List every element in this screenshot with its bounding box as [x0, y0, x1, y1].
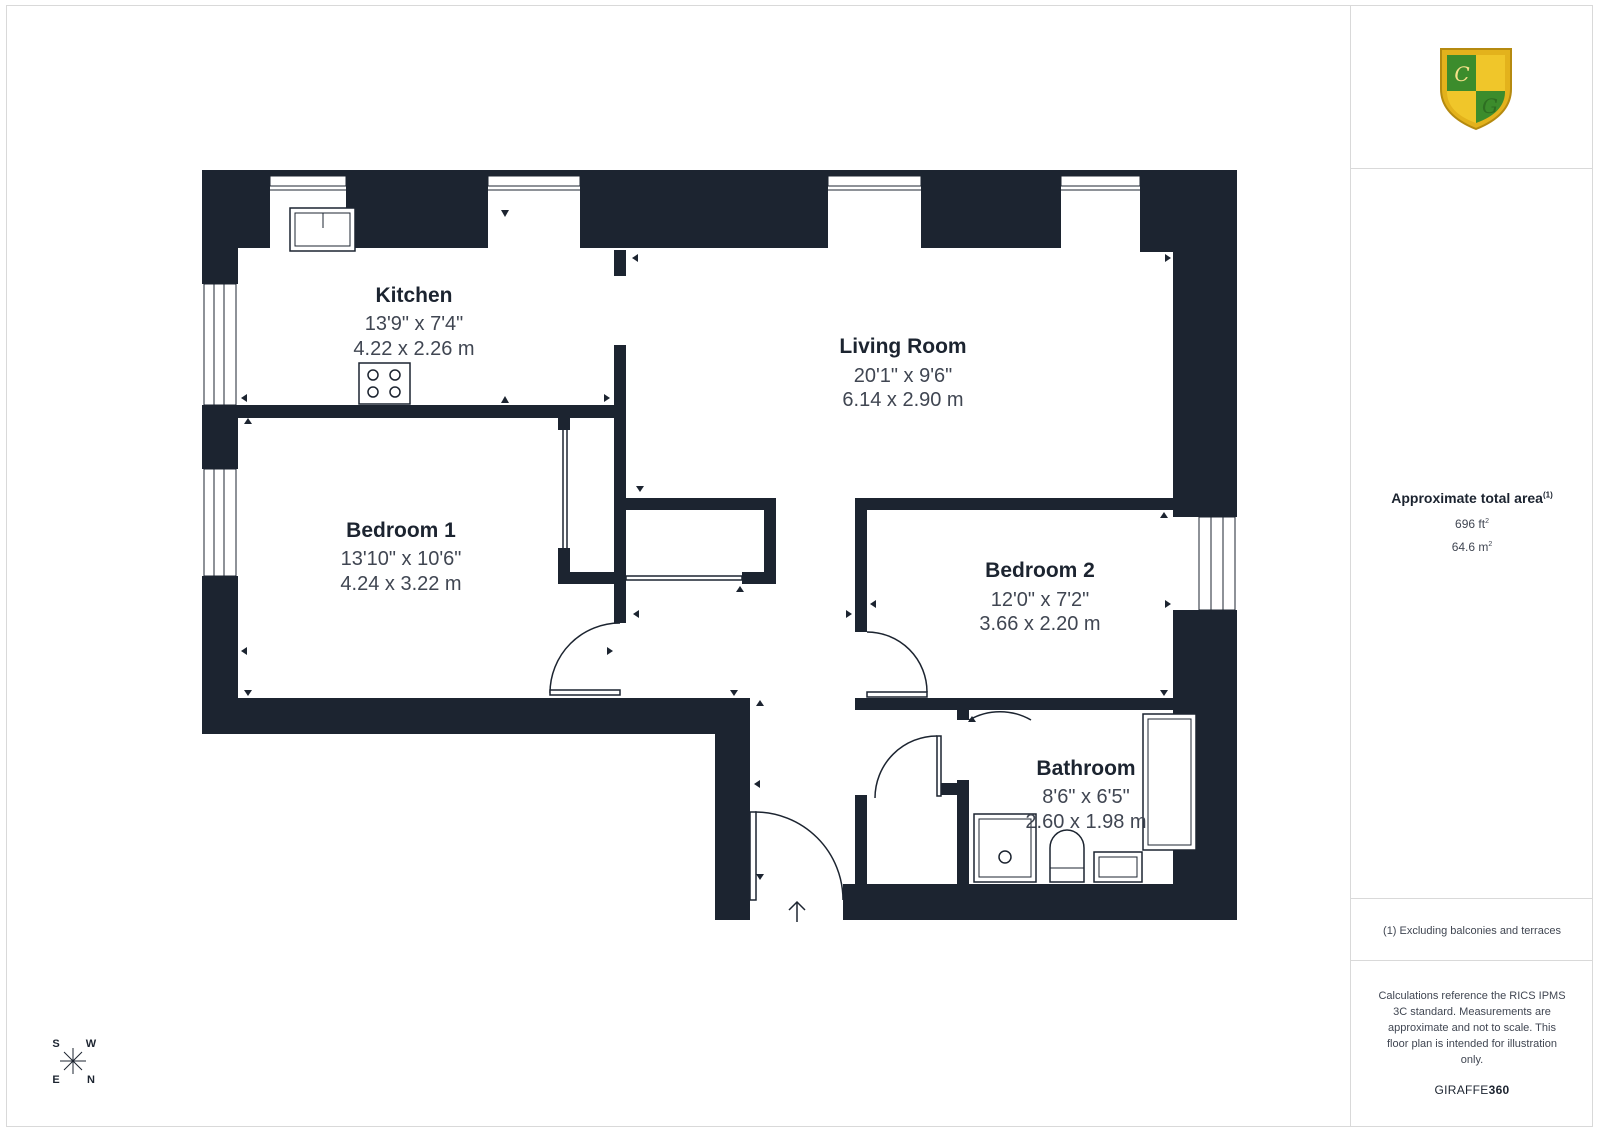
svg-text:N: N: [87, 1074, 95, 1086]
svg-text:Bathroom: Bathroom: [1036, 757, 1135, 780]
svg-text:E: E: [52, 1074, 59, 1086]
page-frame: [6, 5, 1593, 1127]
room-label-bedroom-2: Bedroom 2 12'0" x 7'2" 3.66 x 2.20 m: [979, 559, 1100, 635]
room-label-bedroom-1: Bedroom 1 13'10" x 10'6" 4.24 x 3.22 m: [340, 519, 461, 595]
svg-text:Bedroom 2: Bedroom 2: [985, 559, 1095, 582]
floor-plan: Kitchen 13'9" x 7'4" 4.22 x 2.26 m Livin…: [52, 170, 1237, 1086]
disclaimer: Calculations reference the RICS IPMS 3C …: [1378, 990, 1566, 1066]
svg-text:4.22 x 2.26 m: 4.22 x 2.26 m: [353, 338, 474, 360]
svg-text:C: C: [1454, 62, 1469, 86]
footnote: (1) Excluding balconies and terraces: [1383, 925, 1561, 937]
area-imperial: 696 ft2: [1455, 517, 1489, 531]
svg-text:Living Room: Living Room: [839, 335, 966, 358]
area-metric: 64.6 m2: [1451, 540, 1493, 554]
fixtures: [289, 207, 1197, 883]
brand-label: GIRAFFE360: [1434, 1083, 1510, 1097]
svg-text:S: S: [52, 1038, 59, 1050]
svg-text:6.14 x 2.90 m: 6.14 x 2.90 m: [842, 389, 963, 411]
svg-text:Bedroom 1: Bedroom 1: [346, 519, 456, 542]
shield-logo-icon: C G: [1440, 48, 1512, 131]
room-label-kitchen: Kitchen 13'9" x 7'4" 4.22 x 2.26 m: [353, 284, 474, 360]
compass: S W E N: [52, 1038, 96, 1086]
entrance-arrow-icon: [788, 900, 806, 922]
toilet-icon: [1049, 829, 1085, 883]
info-sidebar: C G Approximate total area(1) 696 ft2 64…: [1350, 5, 1593, 1127]
svg-text:2.60 x 1.98 m: 2.60 x 1.98 m: [1025, 811, 1146, 833]
windows: [203, 175, 1236, 611]
doors: [549, 430, 1032, 901]
svg-text:20'1" x 9'6": 20'1" x 9'6": [854, 365, 953, 387]
svg-text:8'6" x 6'5": 8'6" x 6'5": [1042, 786, 1129, 808]
svg-text:13'9" x 7'4": 13'9" x 7'4": [365, 313, 464, 335]
svg-text:Kitchen: Kitchen: [375, 284, 452, 307]
svg-text:G: G: [1482, 94, 1498, 118]
svg-text:W: W: [86, 1038, 97, 1050]
dimension-markers: [241, 210, 1171, 880]
room-label-living-room: Living Room 20'1" x 9'6" 6.14 x 2.90 m: [839, 335, 966, 411]
svg-text:3.66 x 2.20 m: 3.66 x 2.20 m: [979, 613, 1100, 635]
svg-text:4.24 x 3.22 m: 4.24 x 3.22 m: [340, 573, 461, 595]
compass-rose-icon: [60, 1048, 86, 1074]
walls: [202, 170, 1237, 920]
room-label-bathroom: Bathroom 8'6" x 6'5" 2.60 x 1.98 m: [1025, 757, 1146, 833]
area-title: Approximate total area(1): [1391, 490, 1553, 506]
hob-icon: [358, 362, 411, 405]
svg-text:13'10" x 10'6": 13'10" x 10'6": [341, 548, 462, 570]
svg-text:12'0" x 7'2": 12'0" x 7'2": [991, 589, 1090, 611]
